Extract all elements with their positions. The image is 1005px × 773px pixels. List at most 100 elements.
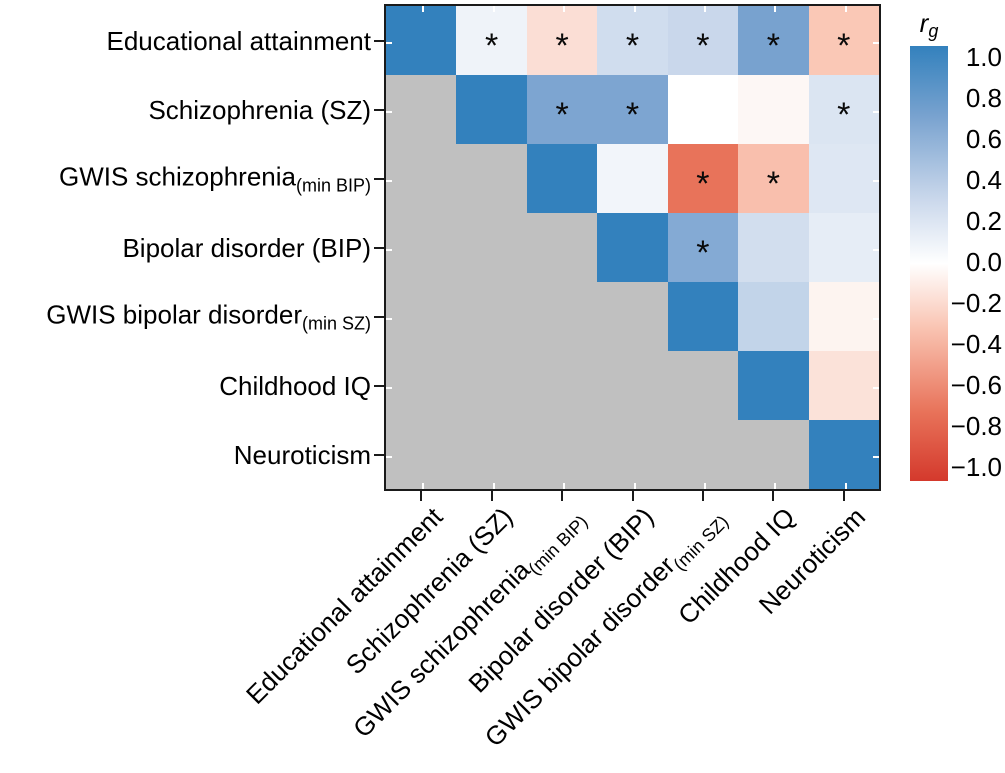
heatmap-cell — [738, 213, 809, 282]
heatmap-cell — [808, 351, 879, 420]
inner-tick-left — [386, 386, 392, 389]
heatmap-cell-diagonal — [386, 6, 457, 75]
heatmap-cell — [667, 75, 739, 144]
colorbar-title: rg — [906, 10, 952, 40]
inner-tick-right — [873, 455, 879, 458]
y-axis-label-1: Schizophrenia (SZ) — [148, 94, 371, 125]
heatmap-cell: * — [808, 75, 879, 144]
inner-tick-right — [873, 248, 879, 251]
heatmap-cell-diagonal — [597, 213, 668, 282]
y-axis-label-4: GWIS bipolar disorder(min SZ) — [46, 299, 371, 333]
inner-tick-bottom — [492, 483, 495, 489]
y-axis-label-3: Bipolar disorder (BIP) — [122, 232, 371, 263]
colorbar-tick-label: 1.0 — [965, 42, 1002, 72]
inner-tick-bottom — [703, 483, 706, 489]
y-axis-tick — [374, 453, 384, 456]
heatmap-cell: * — [738, 6, 809, 75]
significance-asterisk: * — [766, 26, 780, 65]
y-axis-label-0: Educational attainment — [106, 25, 371, 56]
inner-tick-right — [873, 317, 879, 320]
inner-tick-left — [386, 455, 392, 458]
inner-tick-bottom — [633, 483, 636, 489]
y-axis-tick — [374, 246, 384, 249]
x-axis-tick — [631, 491, 634, 501]
inner-tick-top — [492, 6, 495, 12]
x-axis-tick — [490, 491, 493, 501]
colorbar-gradient — [910, 46, 948, 481]
inner-tick-left — [386, 110, 392, 113]
heatmap-cell: * — [667, 6, 739, 75]
inner-tick-left — [386, 248, 392, 251]
heatmap-cell: * — [667, 213, 739, 282]
inner-tick-right — [873, 179, 879, 182]
inner-tick-top — [774, 6, 777, 12]
inner-tick-top — [703, 6, 706, 12]
heatmap-matrix: ************ — [384, 4, 881, 491]
inner-tick-bottom — [422, 483, 425, 489]
heatmap-cell-diagonal — [667, 282, 739, 351]
x-axis-tick — [420, 491, 423, 501]
significance-asterisk: * — [555, 26, 569, 65]
heatmap-cell: * — [808, 6, 879, 75]
y-axis-label-5: Childhood IQ — [219, 370, 371, 401]
y-axis-tick — [374, 108, 384, 111]
heatmap-cell-diagonal — [526, 144, 598, 213]
inner-tick-top — [563, 6, 566, 12]
inner-tick-top — [422, 6, 425, 12]
inner-tick-right — [873, 41, 879, 44]
colorbar-tick-label: 0.8 — [965, 83, 1002, 113]
inner-tick-bottom — [563, 483, 566, 489]
inner-tick-left — [386, 41, 392, 44]
x-axis-tick — [842, 491, 845, 501]
heatmap-cell-diagonal — [738, 351, 809, 420]
inner-tick-right — [873, 386, 879, 389]
x-axis-tick — [561, 491, 564, 501]
significance-asterisk: * — [696, 233, 710, 272]
heatmap-cell — [808, 213, 879, 282]
inner-tick-bottom — [774, 483, 777, 489]
y-axis-tick — [374, 177, 384, 180]
heatmap-cell: * — [667, 144, 739, 213]
y-axis-tick — [374, 315, 384, 318]
colorbar-tick-label: −0.4 — [950, 329, 1002, 359]
x-axis-tick — [772, 491, 775, 501]
x-axis-tick — [701, 491, 704, 501]
colorbar-tick-label: −1.0 — [950, 452, 1002, 482]
significance-asterisk: * — [766, 164, 780, 203]
heatmap-cell: * — [597, 75, 668, 144]
colorbar-tick-label: 0.2 — [965, 206, 1002, 236]
heatmap-cell — [808, 282, 879, 351]
colorbar-title-main: r — [919, 8, 929, 38]
heatmap-cell: * — [456, 6, 527, 75]
heatmap-cell-diagonal — [456, 75, 527, 144]
inner-tick-bottom — [844, 483, 847, 489]
inner-tick-left — [386, 179, 392, 182]
y-axis-tick — [374, 39, 384, 42]
heatmap-cell: * — [526, 75, 598, 144]
significance-asterisk: * — [485, 26, 499, 65]
colorbar-tick-label: 0.6 — [965, 124, 1002, 154]
heatmap-cell — [738, 282, 809, 351]
colorbar-title-sub: g — [928, 21, 939, 41]
inner-tick-left — [386, 317, 392, 320]
significance-asterisk: * — [696, 164, 710, 203]
heatmap-cell-diagonal — [808, 420, 879, 489]
heatmap-cell — [808, 144, 879, 213]
inner-tick-top — [633, 6, 636, 12]
significance-asterisk: * — [837, 26, 851, 65]
y-axis-label-subscript: (min BIP) — [295, 175, 371, 195]
inner-tick-right — [873, 110, 879, 113]
colorbar-tick-label: 0.4 — [965, 165, 1002, 195]
heatmap-cell: * — [738, 144, 809, 213]
heatmap-cell — [738, 75, 809, 144]
inner-tick-top — [844, 6, 847, 12]
y-axis-label-2: GWIS schizophrenia(min BIP) — [59, 161, 371, 195]
colorbar-tick-label: −0.6 — [950, 370, 1002, 400]
y-axis-tick — [374, 384, 384, 387]
y-axis-label-subscript: (min SZ) — [302, 313, 371, 333]
significance-asterisk: * — [625, 95, 640, 134]
significance-asterisk: * — [837, 95, 851, 134]
colorbar-tick-label: −0.2 — [950, 288, 1002, 318]
significance-asterisk: * — [555, 95, 569, 134]
